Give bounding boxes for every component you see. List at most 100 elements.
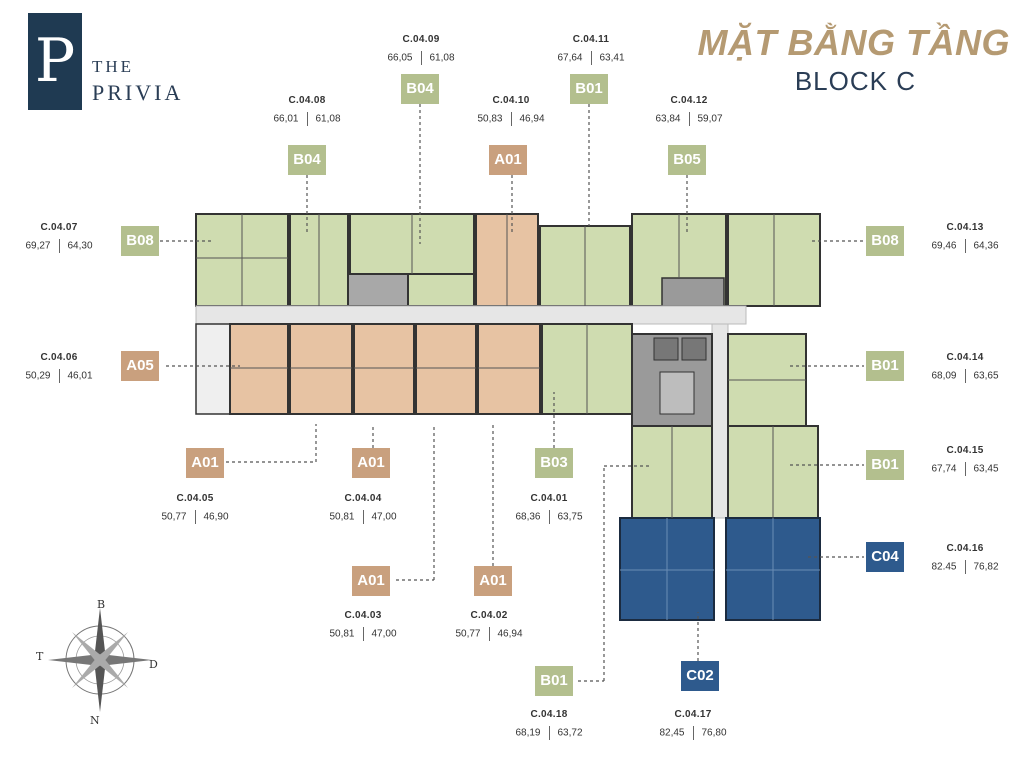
- unit-areas: 50,81 47,00: [318, 510, 408, 524]
- plan-corridor: [195, 305, 747, 325]
- unit-area-net: 76,82: [973, 561, 999, 573]
- unit-area-gross: 63,84: [655, 113, 681, 125]
- area-separator: [306, 112, 308, 126]
- unit-code: C.04.14: [946, 352, 984, 363]
- unit-type-badge[interactable]: B08: [121, 226, 159, 256]
- unit-code: C.04.09: [402, 34, 440, 45]
- plan-lift-1: [653, 337, 679, 361]
- unit-area-gross: 50,83: [477, 113, 503, 125]
- unit-type-badge[interactable]: B03: [535, 448, 573, 478]
- plan-corridor-v: [711, 323, 729, 519]
- unit-code: C.04.15: [946, 445, 984, 456]
- plan-lift-2: [681, 337, 707, 361]
- area-separator: [58, 369, 60, 383]
- area-separator: [362, 510, 364, 524]
- unit-area-net: 47,00: [371, 511, 397, 523]
- unit-area-net: 46,94: [519, 113, 545, 125]
- unit-code: C.04.17: [674, 709, 712, 720]
- unit-areas: 69,46 64,36: [920, 239, 1010, 253]
- unit-area-net: 47,00: [371, 628, 397, 640]
- plan-stair-top: [347, 273, 409, 307]
- unit-area-gross: 50,77: [161, 511, 187, 523]
- plan-stair-core: [659, 371, 695, 415]
- unit-code: C.04.08: [288, 95, 326, 106]
- plan-unit-c0402: [477, 323, 541, 415]
- unit-area-net: 64,36: [973, 240, 999, 252]
- area-separator: [964, 462, 966, 476]
- unit-type-badge[interactable]: B01: [570, 74, 608, 104]
- unit-type-badge[interactable]: B04: [288, 145, 326, 175]
- unit-type-badge[interactable]: B01: [866, 450, 904, 480]
- unit-area-net: 76,80: [701, 727, 727, 739]
- unit-code: C.04.05: [176, 493, 214, 504]
- unit-areas: 82,45 76,80: [648, 726, 738, 740]
- unit-type-badge[interactable]: C04: [866, 542, 904, 572]
- unit-type-badge[interactable]: B01: [866, 351, 904, 381]
- unit-area-gross: 69,46: [931, 240, 957, 252]
- unit-area-net: 63,45: [973, 463, 999, 475]
- compass-north: B: [97, 598, 106, 611]
- plan-unit-c0404: [353, 323, 415, 415]
- compass-west: T: [36, 650, 44, 663]
- unit-code: C.04.16: [946, 543, 984, 554]
- unit-type-badge[interactable]: A05: [121, 351, 159, 381]
- unit-type-badge[interactable]: B05: [668, 145, 706, 175]
- unit-code: C.04.10: [492, 95, 530, 106]
- unit-area-gross: 68,09: [931, 370, 957, 382]
- unit-area-gross: 67,64: [557, 52, 583, 64]
- unit-areas: 50,29 46,01: [14, 369, 104, 383]
- plan-corridor-left: [195, 323, 231, 415]
- unit-type-badge[interactable]: C02: [681, 661, 719, 691]
- unit-area-gross: 82,45: [659, 727, 685, 739]
- unit-area-net: 59,07: [697, 113, 723, 125]
- plan-unit-c0409b: [407, 273, 475, 307]
- unit-area-gross: 50,81: [329, 511, 355, 523]
- unit-code: C.04.02: [470, 610, 508, 621]
- unit-area-net: 63,75: [557, 511, 583, 523]
- page-title: MẶT BẰNG TẦNG: [697, 22, 1010, 63]
- unit-areas: 63,84 59,07: [644, 112, 734, 126]
- unit-area-net: 46,01: [67, 370, 93, 382]
- unit-type-badge[interactable]: A01: [489, 145, 527, 175]
- unit-type-badge[interactable]: B08: [866, 226, 904, 256]
- logo-mark: P: [28, 13, 82, 110]
- unit-label-c0406: C.04.06 50,29 46,01: [14, 352, 104, 383]
- unit-area-net: 63,72: [557, 727, 583, 739]
- unit-type-badge[interactable]: B04: [401, 74, 439, 104]
- unit-type-badge[interactable]: A01: [352, 448, 390, 478]
- unit-area-gross: 50,77: [455, 628, 481, 640]
- unit-code: C.04.11: [572, 34, 610, 45]
- area-separator: [510, 112, 512, 126]
- unit-code: C.04.06: [40, 352, 78, 363]
- unit-type-badge[interactable]: A01: [474, 566, 512, 596]
- area-separator: [688, 112, 690, 126]
- unit-type-badge[interactable]: A01: [186, 448, 224, 478]
- area-separator: [194, 510, 196, 524]
- unit-type-badge[interactable]: A01: [352, 566, 390, 596]
- unit-area-gross: 69,27: [25, 240, 51, 252]
- area-separator: [548, 510, 550, 524]
- area-separator: [548, 726, 550, 740]
- unit-code: C.04.01: [530, 493, 568, 504]
- unit-type-badge[interactable]: B01: [535, 666, 573, 696]
- area-separator: [362, 627, 364, 641]
- compass-east: D: [149, 658, 158, 671]
- unit-area-gross: 50,29: [25, 370, 51, 382]
- area-separator: [58, 239, 60, 253]
- unit-code: C.04.07: [40, 222, 78, 233]
